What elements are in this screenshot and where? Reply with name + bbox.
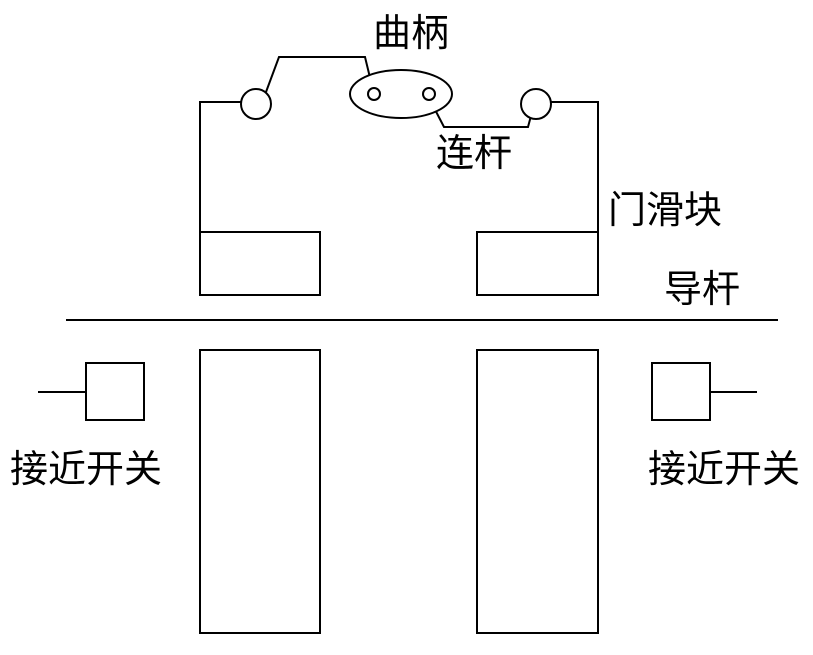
right-slider-block [476,231,599,296]
proximity-switch-left-label: 接近开关 [10,447,162,491]
left-slider-block [199,231,321,296]
right-proximity-switch [651,362,711,421]
crank [349,69,453,119]
right-slider-frame [550,101,599,295]
left-connecting-rod [265,56,374,93]
crank-pin-right [422,87,436,101]
right-connecting-rod [428,97,533,128]
guide-rod-label: 导杆 [664,267,740,311]
left-door-panel [199,349,321,634]
door-slider-label: 门滑块 [608,188,722,232]
left-slider-frame [199,101,243,295]
crank-label: 曲柄 [373,11,449,55]
left-slider-pivot [240,88,272,120]
proximity-switch-right-label: 接近开关 [648,447,800,491]
right-door-panel [476,349,599,634]
left-proximity-switch [85,362,145,421]
right-slider-pivot [520,88,552,120]
crank-pin-left [367,87,381,101]
connecting-rod-label: 连杆 [436,131,512,175]
